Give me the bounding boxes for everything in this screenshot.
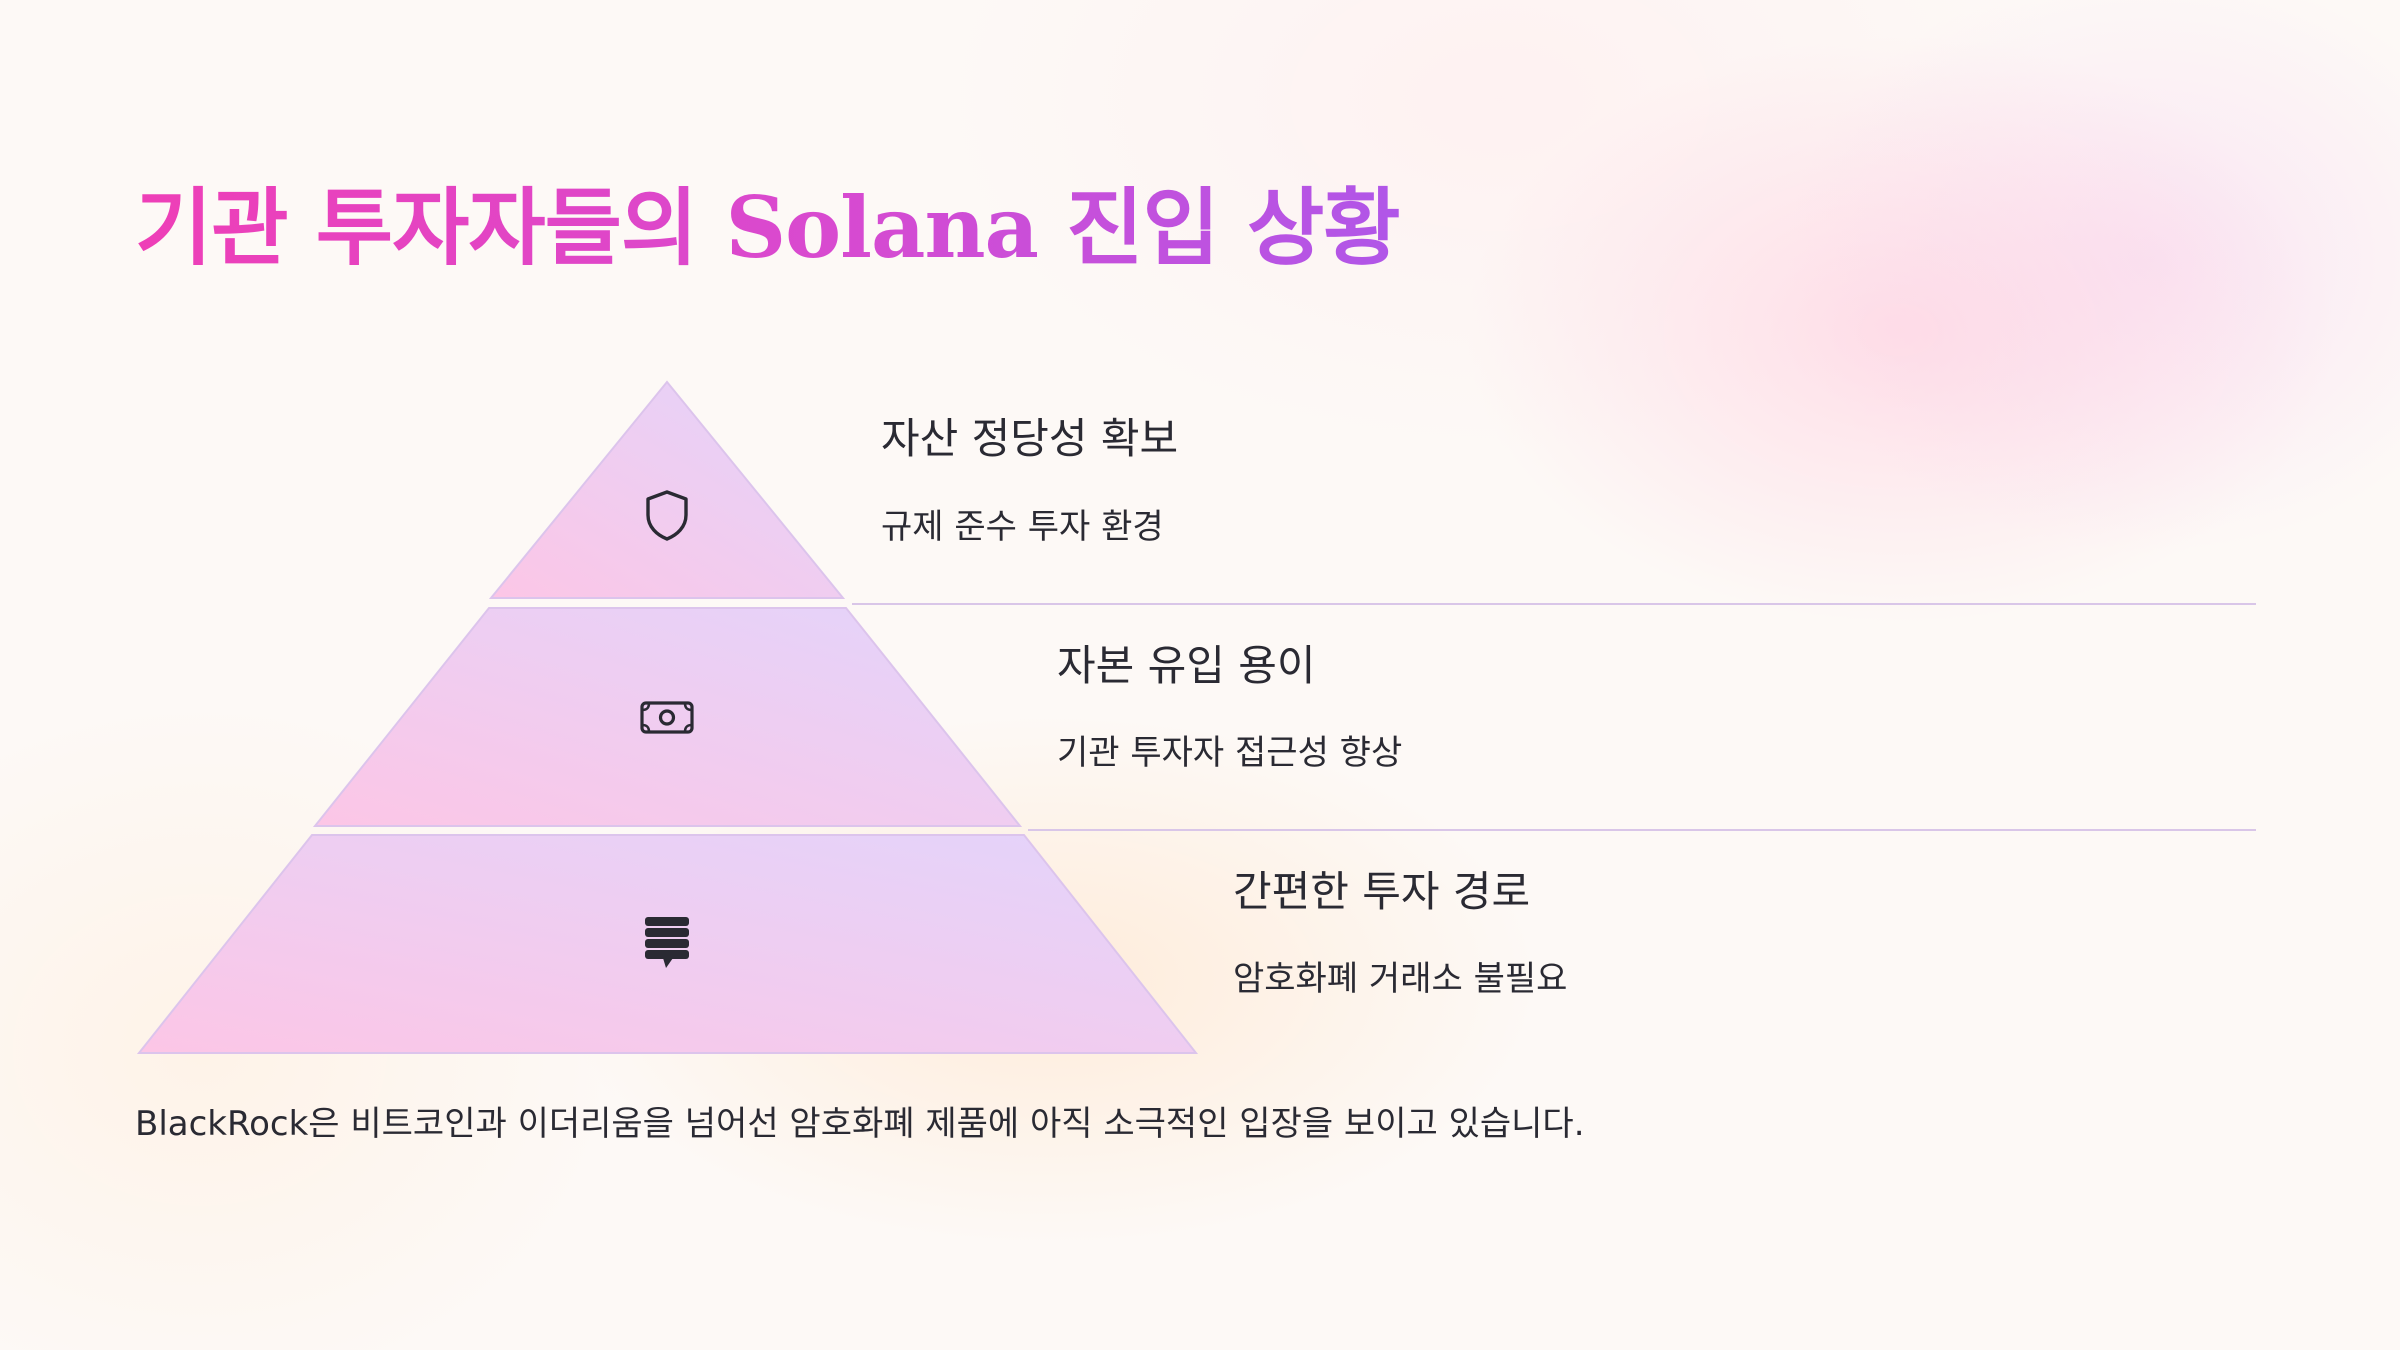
stack-icon: [638, 912, 696, 970]
level-3-title: 간편한 투자 경로: [1233, 867, 1531, 916]
level-1-title: 자산 정당성 확보: [881, 414, 1179, 463]
level-1-description: 규제 준수 투자 환경: [881, 507, 1164, 547]
level-3-description: 암호화폐 거래소 불필요: [1233, 959, 1568, 999]
shield-icon: [638, 486, 696, 544]
money-icon: [638, 688, 696, 746]
footer-note: BlackRock은 비트코인과 이더리움을 넘어선 암호화폐 제품에 아직 소…: [135, 1104, 1585, 1144]
level-2-description: 기관 투자자 접근성 향상: [1057, 733, 1403, 773]
page-title: 기관 투자자들의 Solana 진입 상황: [135, 178, 1401, 277]
pyramid-middle-segment: [312, 607, 1023, 827]
level-2-title: 자본 유입 용이: [1057, 641, 1316, 690]
pyramid-top-segment: [488, 380, 846, 599]
